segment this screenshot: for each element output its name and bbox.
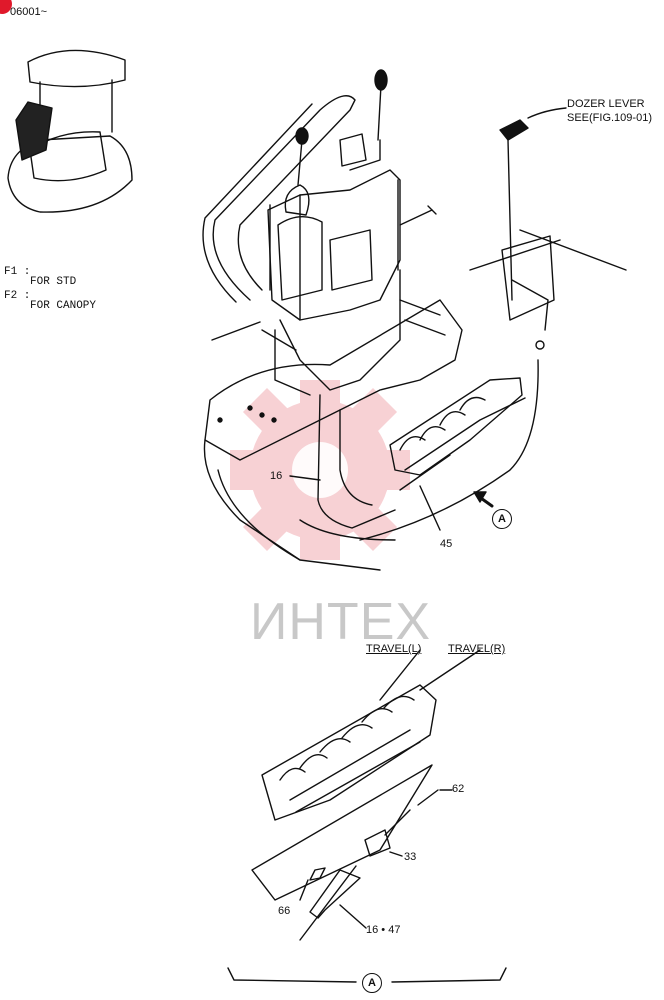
detail-bracket [227,967,507,983]
cable-16 [317,394,396,529]
legend-f1-key: F1 : [4,266,31,278]
seat-thumbnail [7,49,133,213]
detail-plane [251,764,433,901]
part-number-33: 33 [404,851,417,863]
watermark-text: ИНТЕХ [250,593,432,651]
part-number-62: 62 [452,783,465,795]
part-number-66: 66 [278,905,291,917]
legend-f1-text: FOR STD [30,276,77,288]
dozer-lever-label: DOZER LEVER [567,98,645,110]
dozer-lever [469,119,627,350]
control-tower [202,69,437,396]
cable-dozer [359,359,539,541]
part-number-45: 45 [440,538,453,550]
travel-left-label: TRAVEL(L) [366,643,422,655]
detail-cable-parts [299,789,439,941]
travel-right-label: TRAVEL(R) [448,643,506,655]
detail-valve-bank [261,684,437,821]
floor-plate [203,299,463,571]
part-number-16: 16 [270,470,283,482]
dozer-lever-ref: SEE(FIG.109-01) [567,112,652,124]
legend-f2-text: FOR CANOPY [30,300,97,312]
control-valve-upper [389,377,526,491]
serial-code: 06001~ [10,6,48,18]
detail-leaders [299,789,453,929]
detail-a-marker: A [362,973,382,993]
red-badge [0,0,12,14]
part-number-16-47: 16 • 47 [366,924,401,936]
travel-leaders [379,649,481,701]
legend-f2-key: F2 : [4,290,31,302]
dozer-leader-line [527,107,567,119]
view-a-marker: A [492,509,512,529]
